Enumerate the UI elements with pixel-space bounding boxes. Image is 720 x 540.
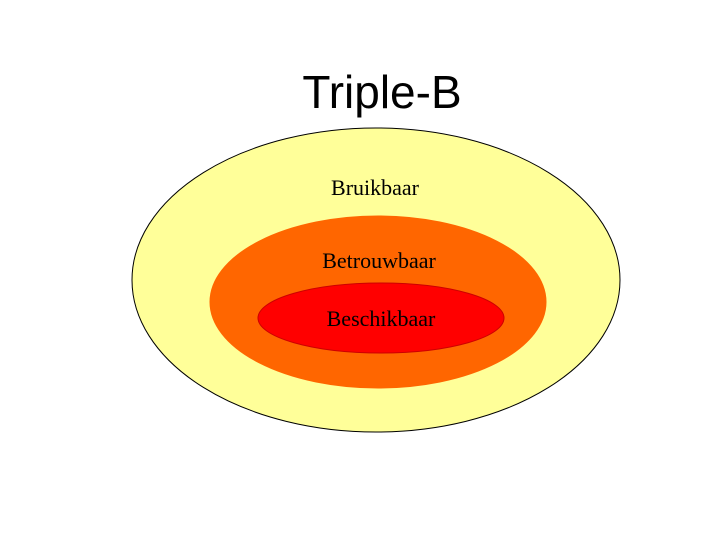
label-betrouwbaar: Betrouwbaar <box>322 248 436 273</box>
label-beschikbaar: Beschikbaar <box>327 306 436 331</box>
label-bruikbaar: Bruikbaar <box>331 175 420 200</box>
slide-title: Triple-B <box>302 66 462 118</box>
inner-ellipse-beschikbaar <box>257 282 505 354</box>
